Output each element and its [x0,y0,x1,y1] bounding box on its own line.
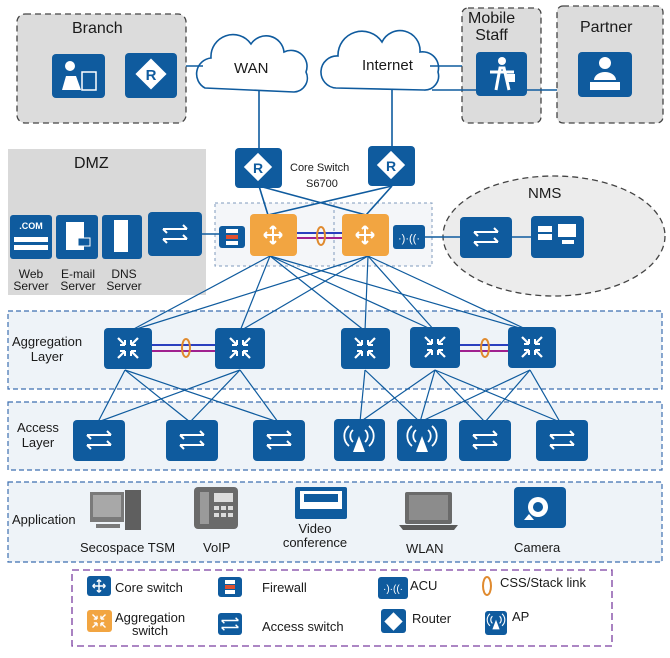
legend-css-link-label: CSS/Stack link [500,575,586,590]
camera-icon [514,487,566,528]
web-server-icon [10,215,52,259]
branch-label: Branch [72,20,123,37]
application-label: Application [12,512,76,527]
aggregation-switch-1-icon [104,328,152,369]
svg-text:R: R [146,67,157,84]
aggregation-switch-5-icon [508,327,556,368]
core-switch-label: Core Switch [290,162,350,174]
router-right-icon: R [368,146,415,186]
email-server-icon [56,215,98,259]
aggregation-layer-label: Aggregation Layer [12,334,83,364]
legend-access-switch-icon [218,613,242,635]
camera-label: Camera [514,540,561,555]
legend-core-switch-icon [87,576,111,596]
ap-1-icon [334,419,385,461]
svg-text:R: R [386,158,396,174]
legend-acu-label: ACU [410,578,438,593]
aggregation-switch-4-icon [410,327,460,368]
aggregation-switch-3-icon [341,328,390,369]
mobile-staff-label: Mobile Staff [468,10,516,44]
dns-server-label: DNS Server [106,267,142,293]
wan-label: WAN [234,60,269,77]
dmz-access-switch-icon [148,212,202,256]
tsm-server-icon [90,490,141,530]
email-server-label: E-mail Server [60,267,96,293]
ap-2-icon [397,419,447,461]
legend-router-icon [381,609,406,633]
dns-server-icon [102,215,142,259]
access-switch-1-icon [73,420,125,461]
access-switch-2-icon [166,420,218,461]
partner-label: Partner [580,19,633,36]
tsm-label: Secospace TSM [80,540,176,555]
internet-label: Internet [362,57,413,74]
internet-cloud [320,29,440,91]
access-switch-4-icon [459,420,511,461]
nms-server-icon [531,216,584,258]
voip-label: VoIP [203,540,231,555]
access-switch-5-icon [536,420,588,461]
legend-aggregation-switch-icon [87,610,112,632]
video-conference-label: Video conference [282,521,348,550]
video-conference-icon [295,487,347,519]
legend-aggregation-switch-label: Aggregation switch [115,610,186,638]
aggregation-switch-2-icon [215,328,265,369]
nms-access-switch-icon [460,217,512,258]
dmz-label: DMZ [74,155,109,172]
firewall-icon [219,226,245,248]
access-layer-label: Access Layer [17,420,59,450]
legend-ap-icon [485,611,507,635]
legend-ap-label: AP [512,609,530,624]
ip-phone-icon [194,487,238,529]
legend-firewall-icon [218,577,242,597]
legend-router-label: Router [412,611,452,626]
svg-text:·)·((·: ·)·((· [383,584,403,595]
svg-text:·)·((·: ·)·((· [398,233,420,245]
legend-css-link-icon [482,576,492,596]
legend-frame [71,569,613,647]
web-server-label: Web Server [13,267,49,293]
branch-workers-icon [52,54,105,98]
svg-text:R: R [253,160,263,176]
wan-cloud [195,33,309,93]
legend-core-switch-label: Core switch [115,580,183,595]
web-server-badge: .COM [19,221,43,231]
router-left-icon: R [235,148,282,188]
nms-label: NMS [528,185,562,202]
core-switch-left-icon [250,214,297,256]
legend-access-switch-label: Access switch [262,619,344,634]
legend-firewall-label: Firewall [262,580,307,595]
mobile-staff-icon [476,52,527,96]
wlan-label: WLAN [406,541,444,556]
legend-acu-icon: ·)·((· [378,577,408,599]
access-switch-3-icon [253,420,305,461]
core-switch-model-label: S6700 [306,178,338,190]
core-switch-right-icon [342,214,389,256]
acu-icon: ·)·((· [393,225,425,249]
laptop-icon [399,492,458,530]
